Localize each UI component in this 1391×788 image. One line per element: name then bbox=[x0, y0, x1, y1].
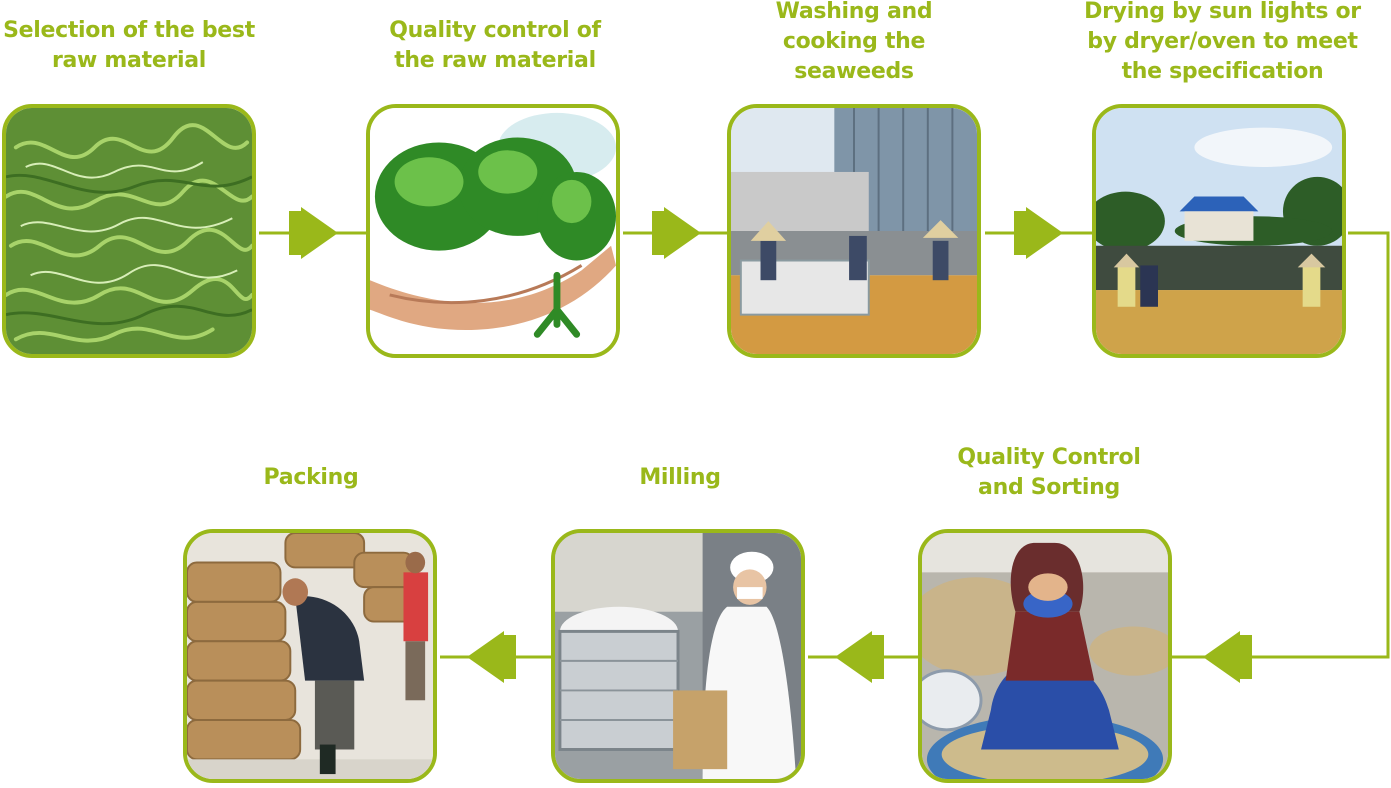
arrow-right-icon bbox=[1014, 207, 1063, 259]
packing-sacks-image bbox=[183, 529, 437, 783]
step-label-milling: Milling bbox=[639, 465, 721, 490]
milling-machine-image bbox=[551, 529, 805, 783]
sorting-worker-image bbox=[918, 529, 1172, 783]
seaweed-pile-image bbox=[2, 104, 256, 358]
step-label-drying: Drying by sun lights or by dryer/oven to… bbox=[1084, 0, 1361, 84]
arrow-left-icon bbox=[467, 631, 516, 683]
step-label-sorting: Quality Control and Sorting bbox=[957, 445, 1141, 500]
arrow-left-icon bbox=[1203, 631, 1252, 683]
arrow-right-icon bbox=[652, 207, 701, 259]
workers-washing-image bbox=[727, 104, 981, 358]
step-label-washing: Washing and cooking the seaweeds bbox=[775, 0, 933, 84]
sun-drying-image bbox=[1092, 104, 1346, 358]
arrow-right-icon bbox=[289, 207, 338, 259]
step-label-packing: Packing bbox=[263, 465, 359, 490]
step-label-selection: Selection of the best raw material bbox=[3, 18, 255, 73]
seaweed-in-hand-image bbox=[366, 104, 620, 358]
arrow-left-icon bbox=[835, 631, 884, 683]
step-label-quality-control: Quality control of the raw material bbox=[389, 18, 601, 73]
